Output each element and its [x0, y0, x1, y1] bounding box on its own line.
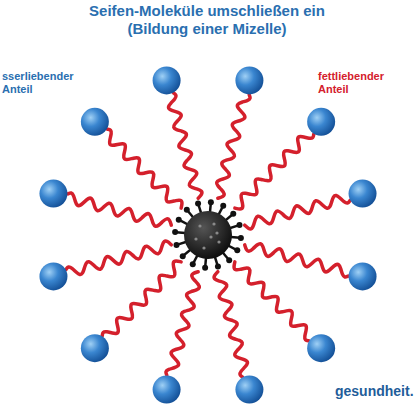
- fat-loving-tail: [217, 95, 250, 198]
- virus-spike-knob: [176, 217, 182, 223]
- virus-spike-knob: [230, 211, 236, 217]
- fat-loving-tail: [234, 262, 309, 341]
- virus-spike-knob: [215, 263, 221, 269]
- fat-tails: [66, 93, 350, 377]
- water-loving-head: [349, 262, 377, 290]
- virus-spike-knob: [226, 257, 232, 263]
- fat-loving-tail: [245, 244, 348, 277]
- fat-loving-tail: [166, 272, 199, 375]
- watermark: gesundheit.: [335, 383, 413, 400]
- virus-spike-knob: [202, 265, 208, 271]
- virus-spike-knob: [208, 199, 214, 205]
- virus-spike-knob: [238, 235, 244, 241]
- virus-surface-dot: [212, 222, 215, 225]
- fat-loving-tail: [107, 129, 182, 208]
- fat-loving-tail: [245, 196, 350, 229]
- virus-spike-knob: [180, 253, 186, 259]
- water-loving-head: [307, 334, 335, 362]
- water-loving-head: [39, 262, 67, 290]
- fat-loving-tail: [235, 134, 314, 209]
- fat-loving-tail: [169, 93, 202, 198]
- water-loving-head: [349, 180, 377, 208]
- water-loving-head: [81, 108, 109, 136]
- water-loving-head: [235, 376, 263, 404]
- virus-spike-knob: [184, 207, 190, 213]
- fat-loving-tail: [102, 261, 181, 336]
- fat-loving-tail: [68, 193, 171, 226]
- virus-surface-dot: [198, 224, 201, 227]
- virus-surface-dot: [215, 231, 218, 234]
- virus-spike-knob: [220, 203, 226, 209]
- virus-spike-knob: [195, 201, 201, 207]
- virus-surface-dot: [194, 237, 197, 240]
- virus-spike-knob: [190, 261, 196, 267]
- diagram-title: Seifen-Moleküle umschließen ein (Bildung…: [62, 2, 352, 38]
- virus-surface-dot: [217, 240, 220, 243]
- virus-surface-dot: [202, 246, 205, 249]
- water-heads: [39, 66, 376, 403]
- water-loving-head: [39, 180, 67, 208]
- virus-spike-knob: [236, 222, 242, 228]
- virus-spike-knob: [234, 247, 240, 253]
- virus-body: [184, 211, 232, 259]
- water-loving-head: [153, 376, 181, 404]
- water-loving-head: [153, 66, 181, 94]
- virus-spike-knob: [172, 229, 178, 235]
- virus-spike-knob: [174, 242, 180, 248]
- fat-loving-tail: [66, 241, 171, 274]
- water-loving-head: [307, 108, 335, 136]
- water-loving-head: [235, 66, 263, 94]
- part-label: sserliebender Anteil: [2, 70, 92, 96]
- virus-surface-dot: [209, 235, 212, 238]
- virus-particle: [172, 199, 244, 271]
- water-loving-head: [81, 334, 109, 362]
- fat-loving-tail: [214, 272, 247, 377]
- part-label: fettliebender Anteil: [318, 70, 408, 96]
